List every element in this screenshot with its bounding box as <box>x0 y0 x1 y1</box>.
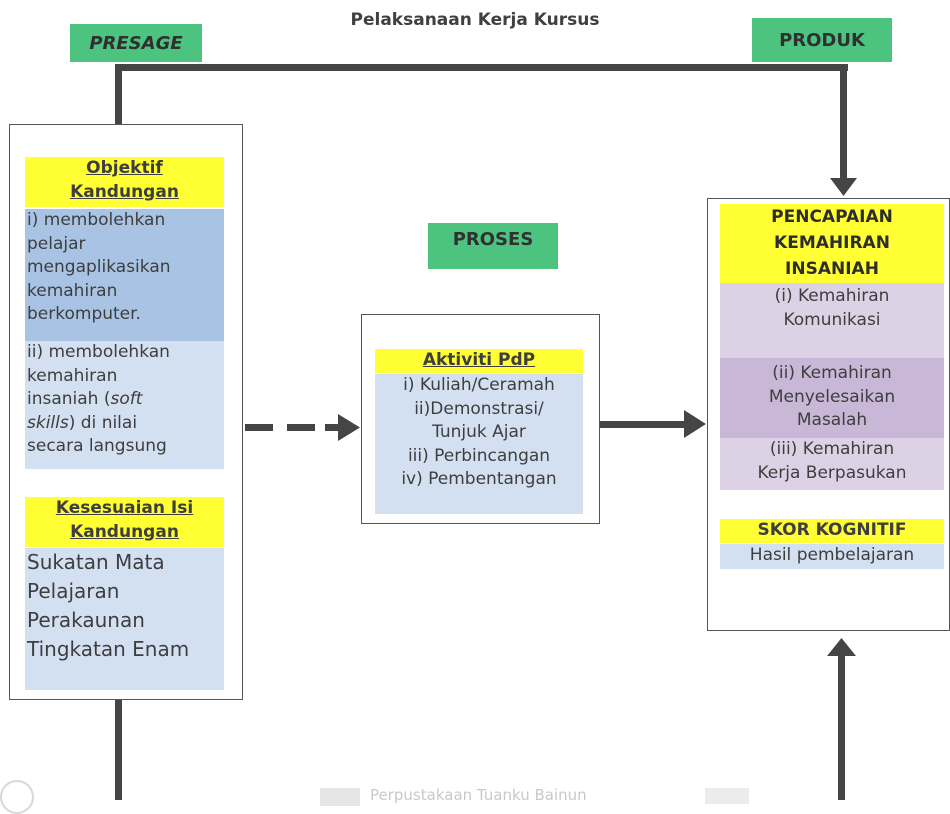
watermark-logo-icon <box>0 780 34 814</box>
proses-tag: PROSES <box>428 223 558 269</box>
watermark-box-icon <box>705 788 749 804</box>
right-up-line <box>838 655 845 800</box>
solid-arrowhead <box>684 410 706 438</box>
left-bottom-line <box>115 700 122 800</box>
top-connector-line <box>115 64 848 71</box>
dash-1 <box>245 424 273 431</box>
objektif-heading: Objektif Kandungan <box>25 157 224 207</box>
right-down-line <box>840 64 847 178</box>
skill-kerja-berpasukan: (iii) Kemahiran Kerja Berpasukan <box>720 438 944 490</box>
presage-tag: PRESAGE <box>70 24 202 62</box>
dash-3 <box>325 424 339 431</box>
skor-kognitif-heading: SKOR KOGNITIF <box>720 519 944 543</box>
watermark-badge-icon <box>320 788 360 806</box>
watermark-text: Perpustakaan Tuanku Bainun <box>370 786 587 804</box>
diagram-title: Pelaksanaan Kerja Kursus <box>350 10 600 30</box>
skill-menyelesaikan-masalah: (ii) Kemahiran Menyelesaikan Masalah <box>720 358 944 438</box>
kesesuaian-heading: Kesesuaian Isi Kandungan <box>25 497 224 547</box>
aktiviti-heading: Aktiviti PdP <box>375 349 583 373</box>
objektif-item-1: i) membolehkan pelajar mengaplikasikan k… <box>25 209 224 341</box>
objektif-item-2: ii) membolehkan kemahiran insaniah (soft… <box>25 341 224 469</box>
up-arrowhead <box>827 638 856 656</box>
produk-tag: PRODUK <box>752 18 892 62</box>
solid-arrow-line <box>600 421 686 428</box>
down-arrowhead <box>830 178 857 196</box>
hasil-pembelajaran: Hasil pembelajaran <box>720 544 944 569</box>
dashed-arrowhead <box>338 414 360 441</box>
aktiviti-list: i) Kuliah/Ceramah ii)Demonstrasi/ Tunjuk… <box>375 374 583 514</box>
pencapaian-heading: PENCAPAIAN KEMAHIRAN INSANIAH <box>720 204 944 283</box>
skill-komunikasi: (i) Kemahiran Komunikasi <box>720 283 944 358</box>
dash-2 <box>287 424 315 431</box>
left-top-riser <box>115 64 122 124</box>
kesesuaian-item: Sukatan Mata Pelajaran Perakaunan Tingka… <box>25 548 224 690</box>
